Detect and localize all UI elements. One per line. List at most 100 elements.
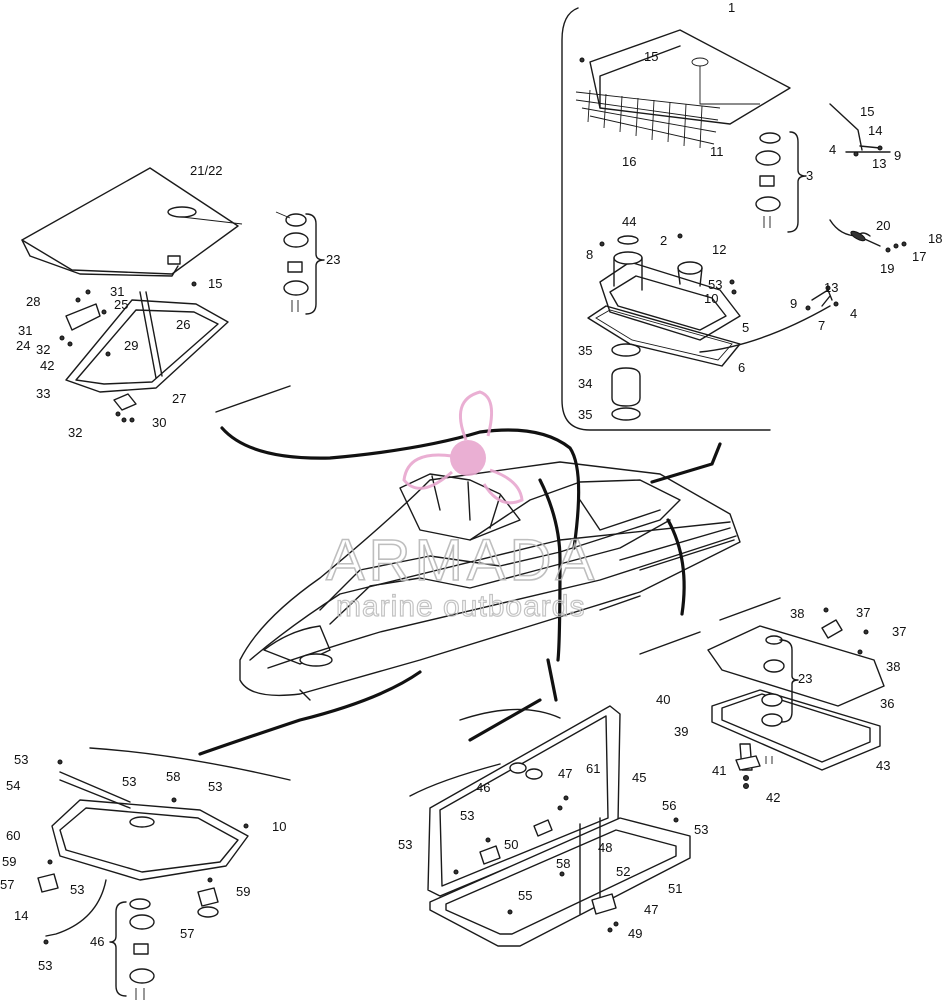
gasket-part-6 (587, 305, 741, 367)
callout-47a: 47 (558, 766, 572, 781)
callout-50: 50 (504, 837, 518, 852)
bottom-left-assembly (37, 759, 249, 1000)
top-left-assembly (21, 167, 325, 423)
callout-30: 30 (152, 415, 166, 430)
callout-2122: 21/22 (190, 163, 223, 178)
callout-9b: 9 (790, 296, 797, 311)
boat-hull (239, 461, 741, 701)
frame-part-11 (575, 91, 721, 145)
callout-5: 5 (742, 320, 749, 335)
propeller-logo-icon (402, 390, 524, 505)
callout-6: 6 (738, 360, 745, 375)
callout-23b: 23 (798, 671, 812, 686)
callout-20: 20 (876, 218, 890, 233)
hatch-frame-43 (711, 689, 881, 771)
callout-49: 49 (628, 926, 642, 941)
callout-39: 39 (674, 724, 688, 739)
top-right-assembly (561, 7, 907, 431)
callout-48: 48 (598, 840, 612, 855)
callout-61: 61 (586, 761, 600, 776)
callout-38b: 38 (886, 659, 900, 674)
callout-42a: 42 (40, 358, 54, 373)
callout-27: 27 (172, 391, 186, 406)
tub-part-5 (599, 261, 741, 341)
callout-43: 43 (876, 758, 890, 773)
bottom-center-assembly (427, 705, 691, 947)
callout-31b: 31 (18, 323, 32, 338)
callout-45: 45 (632, 770, 646, 785)
callout-34: 34 (578, 376, 592, 391)
callout-24: 24 (16, 338, 30, 353)
callout-26: 26 (176, 317, 190, 332)
callout-7: 7 (818, 318, 825, 333)
break-lines (89, 385, 781, 797)
callout-32b: 32 (68, 425, 82, 440)
callout-labels: 1151514413911163201817194421285310139475… (0, 0, 942, 973)
callout-58b: 58 (556, 856, 570, 871)
callout-13a: 13 (872, 156, 886, 171)
right-middle-assembly (707, 607, 885, 789)
callout-4b: 4 (850, 306, 857, 321)
callout-18: 18 (928, 231, 942, 246)
callout-15b: 15 (860, 104, 874, 119)
callout-53c: 53 (122, 774, 136, 789)
callout-15a: 15 (644, 49, 658, 64)
callout-35b: 35 (578, 407, 592, 422)
callout-12: 12 (712, 242, 726, 257)
drain-part-34 (611, 367, 641, 407)
callout-44: 44 (622, 214, 636, 229)
callout-15c: 15 (208, 276, 222, 291)
callout-17: 17 (912, 249, 926, 264)
callout-33: 33 (36, 386, 50, 401)
prop-rod-54 (59, 771, 131, 809)
callout-46a: 46 (90, 934, 104, 949)
callout-59b: 59 (236, 884, 250, 899)
callout-54: 54 (6, 778, 20, 793)
callout-59a: 59 (2, 854, 16, 869)
watermark-tagline: marine outboards (336, 590, 585, 623)
callout-46b: 46 (476, 780, 490, 795)
callout-25: 25 (114, 297, 128, 312)
cushion-part-1 (589, 29, 791, 125)
callout-52: 52 (616, 864, 630, 879)
callout-11: 11 (710, 144, 724, 159)
callout-58a: 58 (166, 769, 180, 784)
callout-60: 60 (6, 828, 20, 843)
callout-35a: 35 (578, 343, 592, 358)
callout-42b: 42 (766, 790, 780, 805)
windshield (399, 473, 521, 541)
callout-36: 36 (880, 696, 894, 711)
callout-53f: 53 (38, 958, 52, 973)
callout-3: 3 (806, 168, 813, 183)
callout-47b: 47 (644, 902, 658, 917)
callout-2: 2 (660, 233, 667, 248)
callout-13b: 13 (824, 280, 838, 295)
callout-32a: 32 (36, 342, 50, 357)
callout-14: 14 (868, 123, 882, 138)
hatch-cushion-36 (707, 625, 885, 707)
callout-57b: 57 (180, 926, 194, 941)
watermark-brand: ARMADA (326, 528, 598, 593)
callout-8: 8 (586, 247, 593, 262)
seat-cushion-21-22 (21, 167, 239, 275)
callout-14b: 14 (14, 908, 28, 923)
callout-53h: 53 (694, 822, 708, 837)
seat-frame-26 (65, 299, 229, 393)
callout-53a: 53 (708, 277, 722, 292)
callout-56: 56 (662, 798, 676, 813)
callout-38a: 38 (790, 606, 804, 621)
callout-55: 55 (518, 888, 532, 903)
callout-53b: 53 (14, 752, 28, 767)
callout-19: 19 (880, 261, 894, 276)
callout-1: 1 (728, 0, 735, 15)
callout-10b: 10 (272, 819, 286, 834)
callout-57a: 57 (0, 877, 14, 892)
connector-leaders (198, 426, 722, 756)
callout-53i: 53 (398, 837, 412, 852)
callout-37a: 37 (856, 605, 870, 620)
callout-37b: 37 (892, 624, 906, 639)
callout-53g: 53 (460, 808, 474, 823)
callout-4a: 4 (829, 142, 836, 157)
callout-40: 40 (656, 692, 670, 707)
